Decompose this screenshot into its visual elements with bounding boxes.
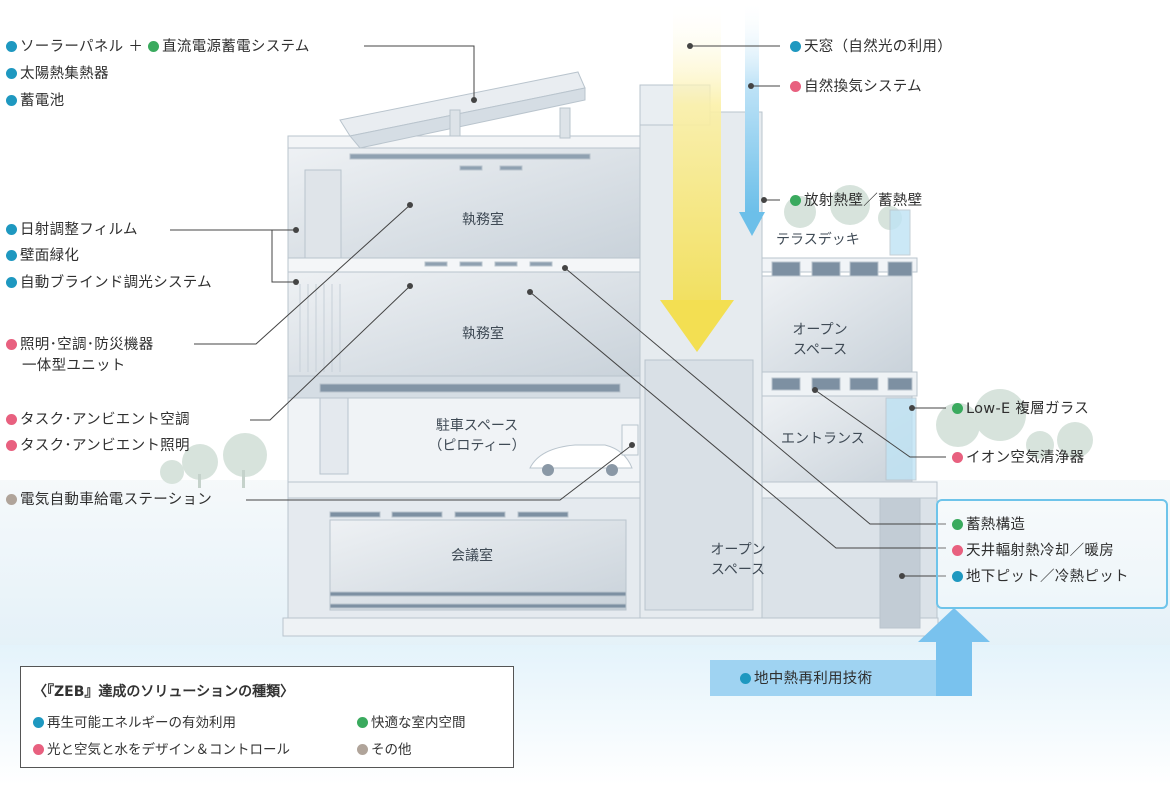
building — [282, 71, 939, 637]
teal-dot-icon — [33, 717, 44, 728]
green-dot-icon — [952, 519, 963, 530]
room-open-space-upper: オープン スペース — [788, 320, 852, 360]
room-parking-line2: （ピロティー） — [428, 438, 526, 454]
label-battery: 蓄電池 — [6, 92, 64, 110]
label-thermal-storage-text: 蓄熱構造 — [966, 517, 1026, 533]
gray-dot-icon — [6, 494, 17, 505]
room-parking: 駐車スペース （ピロティー） — [425, 416, 529, 456]
teal-dot-icon — [790, 41, 801, 52]
teal-dot-icon — [6, 224, 17, 235]
pink-dot-icon — [6, 339, 17, 350]
label-integrated-unit-text-1: 照明･空調･防災機器 — [20, 337, 154, 353]
label-battery-text: 蓄電池 — [20, 93, 65, 109]
room-open-upper-line2: スペース — [792, 342, 848, 358]
pink-dot-icon — [952, 545, 963, 556]
pink-dot-icon — [33, 744, 44, 755]
label-skylight: 天窓（自然光の利用） — [790, 38, 952, 56]
label-geothermal: 地中熱再利用技術 — [740, 670, 872, 688]
legend-item-design: 光と空気と水をデザイン＆コントロール — [33, 738, 290, 758]
skylight-arrow — [660, 0, 734, 352]
label-wall-green: 壁面緑化 — [6, 247, 79, 265]
teal-dot-icon — [6, 41, 17, 52]
room-open-upper-line1: オープン — [792, 322, 848, 338]
label-radiant-wall: 放射熱壁／蓄熱壁 — [790, 192, 922, 210]
pink-dot-icon — [6, 414, 17, 425]
label-thermal-storage: 蓄熱構造 — [952, 516, 1025, 534]
room-entrance: エントランス — [781, 431, 865, 447]
room-open-lower-line1: オープン — [710, 542, 766, 558]
label-natural-vent: 自然換気システム — [790, 78, 922, 96]
label-integrated-unit: 照明･空調･防災機器 — [6, 336, 154, 354]
pink-dot-icon — [952, 452, 963, 463]
ground-technology-highlight — [936, 499, 1168, 609]
room-meeting: 会議室 — [451, 548, 493, 564]
label-natural-vent-text: 自然換気システム — [804, 79, 922, 95]
label-solar-collector: 太陽熱集熱器 — [6, 65, 109, 83]
leader-lines — [170, 45, 946, 577]
label-geothermal-text: 地中熱再利用技術 — [754, 671, 873, 687]
legend-item-comfort-text: 快適な室内空間 — [371, 715, 466, 731]
leader-endpoints — [293, 43, 915, 579]
legend-item-other: その他 — [357, 738, 412, 758]
pink-dot-icon — [790, 81, 801, 92]
room-open-lower-line2: スペース — [710, 562, 766, 578]
label-skylight-text: 天窓（自然光の利用） — [804, 39, 952, 55]
teal-dot-icon — [6, 250, 17, 261]
teal-dot-icon — [6, 277, 17, 288]
label-ion-air-text: イオン空気清浄器 — [966, 450, 1085, 466]
label-task-ac-text: タスク･アンビエント空調 — [20, 412, 190, 428]
room-office-lower: 執務室 — [462, 326, 504, 342]
room-terrace: テラスデッキ — [776, 232, 860, 248]
green-dot-icon — [357, 717, 368, 728]
legend-item-other-text: その他 — [371, 742, 412, 758]
label-task-light-text: タスク･アンビエント照明 — [20, 438, 190, 454]
teal-dot-icon — [952, 571, 963, 582]
room-parking-line1: 駐車スペース — [435, 418, 519, 434]
teal-dot-icon — [740, 673, 751, 684]
room-open-space-lower: オープン スペース — [706, 540, 770, 580]
legend-item-design-text: 光と空気と水をデザイン＆コントロール — [47, 742, 290, 758]
label-ev-station: 電気自動車給電ステーション — [6, 491, 212, 509]
label-task-light: タスク･アンビエント照明 — [6, 437, 190, 455]
label-ev-station-text: 電気自動車給電ステーション — [20, 492, 213, 508]
legend-title: 〈『ZEB』達成のソリューションの種類〉 — [33, 684, 295, 700]
label-auto-blind-text: 自動ブラインド調光システム — [20, 275, 212, 291]
legend-item-renewable-text: 再生可能エネルギーの有効利用 — [47, 715, 236, 731]
teal-dot-icon — [6, 95, 17, 106]
label-dc-storage-text: 直流電源蓄電システム — [162, 39, 310, 55]
label-ion-air: イオン空気清浄器 — [952, 449, 1084, 467]
label-low-e: Low-E 複層ガラス — [952, 400, 1089, 418]
green-dot-icon — [148, 41, 160, 52]
legend-item-comfort: 快適な室内空間 — [357, 711, 466, 731]
teal-dot-icon — [6, 68, 17, 79]
label-ceiling-radiant: 天井輻射熱冷却／暖房 — [952, 542, 1114, 560]
green-dot-icon — [952, 403, 963, 414]
geothermal-arrow — [710, 608, 990, 696]
pink-dot-icon — [6, 440, 17, 451]
label-sun-film-text: 日射調整フィルム — [20, 222, 138, 238]
label-task-ac: タスク･アンビエント空調 — [6, 411, 190, 429]
room-office-upper: 執務室 — [462, 212, 504, 228]
label-radiant-wall-text: 放射熱壁／蓄熱壁 — [804, 193, 923, 209]
label-low-e-text: Low-E 複層ガラス — [966, 401, 1090, 417]
label-auto-blind: 自動ブラインド調光システム — [6, 274, 212, 292]
label-solar-panel-text: ソーラーパネル ＋ — [20, 39, 144, 55]
label-pit: 地下ピット／冷熱ピット — [952, 568, 1129, 586]
label-solar-collector-text: 太陽熱集熱器 — [20, 66, 109, 82]
ventilation-arrow — [739, 0, 765, 236]
gray-dot-icon — [357, 744, 368, 755]
legend-item-renewable: 再生可能エネルギーの有効利用 — [33, 711, 236, 731]
legend: 〈『ZEB』達成のソリューションの種類〉 再生可能エネルギーの有効利用 快適な室… — [20, 666, 514, 768]
label-solar-panel: ソーラーパネル ＋ 直流電源蓄電システム — [6, 38, 310, 56]
label-integrated-unit-line2: 一体型ユニット — [22, 358, 126, 374]
label-ceiling-radiant-text: 天井輻射熱冷却／暖房 — [966, 543, 1114, 559]
label-pit-text: 地下ピット／冷熱ピット — [966, 569, 1129, 585]
car — [529, 424, 639, 476]
label-sun-film: 日射調整フィルム — [6, 221, 138, 239]
label-wall-green-text: 壁面緑化 — [20, 248, 80, 264]
green-dot-icon — [790, 195, 801, 206]
